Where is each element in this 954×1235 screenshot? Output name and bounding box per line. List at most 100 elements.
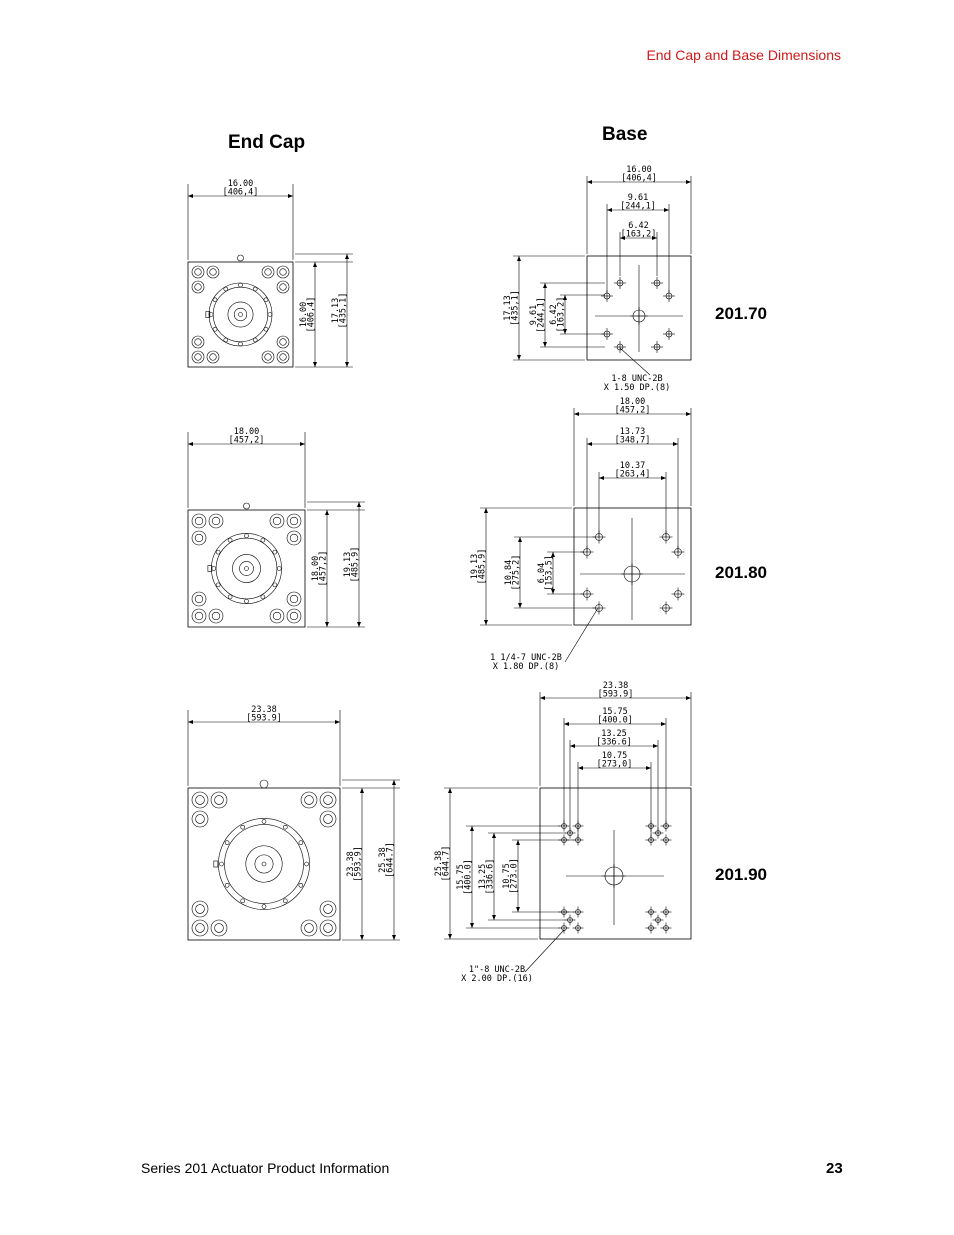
- part-outline: [187, 787, 341, 941]
- flange-outer-circle: [211, 533, 282, 604]
- arrow-head: [470, 923, 474, 928]
- endcap-height-metric: [406,4]: [307, 297, 317, 333]
- key-mark: [213, 860, 219, 868]
- bore-circle: [227, 301, 254, 328]
- corner-bolt: [191, 335, 205, 349]
- base-height-value: 25.38: [434, 851, 444, 877]
- base-height-metric: [644.7]: [442, 846, 452, 882]
- arrow-head: [607, 208, 612, 212]
- endcap-overall-height-metric: [485,9]: [351, 547, 361, 583]
- base-width-metric: [406,4]: [621, 174, 657, 184]
- corner-bolt: [208, 513, 224, 529]
- corner-bolt-inner: [323, 923, 333, 933]
- arrow-head: [188, 442, 193, 446]
- arrow-head: [470, 826, 474, 831]
- flange-bolt: [238, 341, 243, 347]
- corner-bolt-inner: [289, 611, 299, 621]
- corner-bolt: [286, 530, 302, 546]
- thread-note-line1: 1-8 UNC-2B: [611, 374, 662, 384]
- flange-bolt: [263, 326, 269, 332]
- base-bolt-spacing-outer-metric: [244,1]: [620, 202, 656, 212]
- endcap-width-value: 23.38: [251, 705, 277, 715]
- corner-bolt: [276, 280, 290, 294]
- arrow-head: [357, 622, 361, 627]
- bore-circle: [232, 554, 261, 583]
- flange-bolt: [298, 840, 304, 846]
- base-vertical-bolt-inner-metric: [163,2]: [557, 297, 567, 333]
- corner-bolt: [276, 335, 290, 349]
- corner-bolt: [261, 265, 275, 279]
- flange-bolt: [212, 326, 218, 332]
- flange-bolt: [240, 824, 246, 830]
- part-outline: [187, 261, 294, 368]
- endcap-height-metric: [457,2]: [319, 551, 329, 587]
- flange-bolt: [215, 549, 221, 555]
- arrow-head: [517, 256, 521, 261]
- corner-bolt-inner: [289, 533, 299, 543]
- flange-bolt: [282, 898, 288, 904]
- arrow-head: [646, 766, 651, 770]
- dimension-line: [619, 347, 651, 376]
- corner-bolt-inner: [194, 533, 204, 543]
- corner-bolt: [191, 513, 207, 529]
- arrow-head: [517, 355, 521, 360]
- arrow-head: [492, 833, 496, 838]
- model-label-201-80: 201.80: [715, 563, 767, 582]
- base-bolt-spacing-inner-metric: [163,2]: [621, 230, 657, 240]
- corner-bolt-inner: [214, 923, 224, 933]
- endcap-width-metric: [457,2]: [229, 436, 265, 446]
- flange-bolt: [298, 882, 304, 888]
- base-bolt-spacing-outer-metric: [348,7]: [615, 436, 651, 446]
- corner-bolt: [261, 350, 275, 364]
- key-mark: [205, 311, 211, 318]
- corner-bolt-inner: [209, 268, 217, 276]
- corner-bolt: [210, 919, 228, 937]
- thread-note-line1: 1"-8 UNC-2B: [469, 965, 525, 975]
- endcap-height-metric: [593,9]: [354, 846, 364, 882]
- arrow-head: [574, 412, 579, 416]
- arrow-head: [652, 236, 657, 240]
- corner-bolt-inner: [264, 268, 272, 276]
- arrow-head: [392, 935, 396, 940]
- flange-bolt: [252, 337, 258, 343]
- end-cap-heading: End Cap: [228, 132, 306, 153]
- arrow-head: [345, 362, 349, 367]
- key-mark: [207, 565, 213, 572]
- base-bolt-spacing-inner-value: 6.42: [628, 221, 648, 231]
- port-mark: [259, 779, 269, 789]
- arrow-head: [484, 508, 488, 513]
- base-vertical-bolt-outer-metric: [275,2]: [512, 555, 522, 591]
- base-vertical-bolt-innermost-metric: [273.0]: [510, 858, 520, 894]
- endcap-width-metric: [406,4]: [223, 188, 259, 198]
- arrow-head: [587, 180, 592, 184]
- corner-bolt-inner: [304, 923, 314, 933]
- base-bolt-spacing-inner-value: 13.25: [601, 729, 627, 739]
- bore-circle: [245, 845, 283, 883]
- endcap-overall-height-value: 25.38: [378, 847, 388, 873]
- corner-bolt: [206, 350, 220, 364]
- flange-bolt: [215, 582, 221, 588]
- arrow-head: [484, 620, 488, 625]
- corner-bolt-inner: [279, 268, 287, 276]
- arrow-head: [653, 744, 658, 748]
- endcap-height-value: 16.00: [299, 302, 309, 328]
- base-heading: Base: [602, 124, 648, 145]
- model-label-201-70: 201.70: [715, 304, 767, 323]
- arrow-head: [587, 442, 592, 446]
- base-bolt-spacing-inner-metric: [263,4]: [615, 470, 651, 480]
- section-title: End Cap and Base Dimensions: [646, 47, 841, 63]
- base-vertical-bolt-inner-value: 6.04: [537, 563, 547, 583]
- base-vertical-bolt-outer-value: 10.84: [504, 560, 514, 586]
- corner-bolt: [208, 608, 224, 624]
- corner-bolt: [269, 513, 285, 529]
- endcap-height-value: 18.00: [311, 556, 321, 582]
- arrow-head: [661, 476, 666, 480]
- flange-bolt: [212, 297, 218, 303]
- flange-bolt: [261, 819, 267, 824]
- corner-bolt: [206, 265, 220, 279]
- corner-bolt: [276, 265, 290, 279]
- flange-bolt: [263, 297, 269, 303]
- corner-bolt-inner: [279, 283, 287, 291]
- arrow-head: [492, 915, 496, 920]
- flange-bolt: [267, 312, 273, 317]
